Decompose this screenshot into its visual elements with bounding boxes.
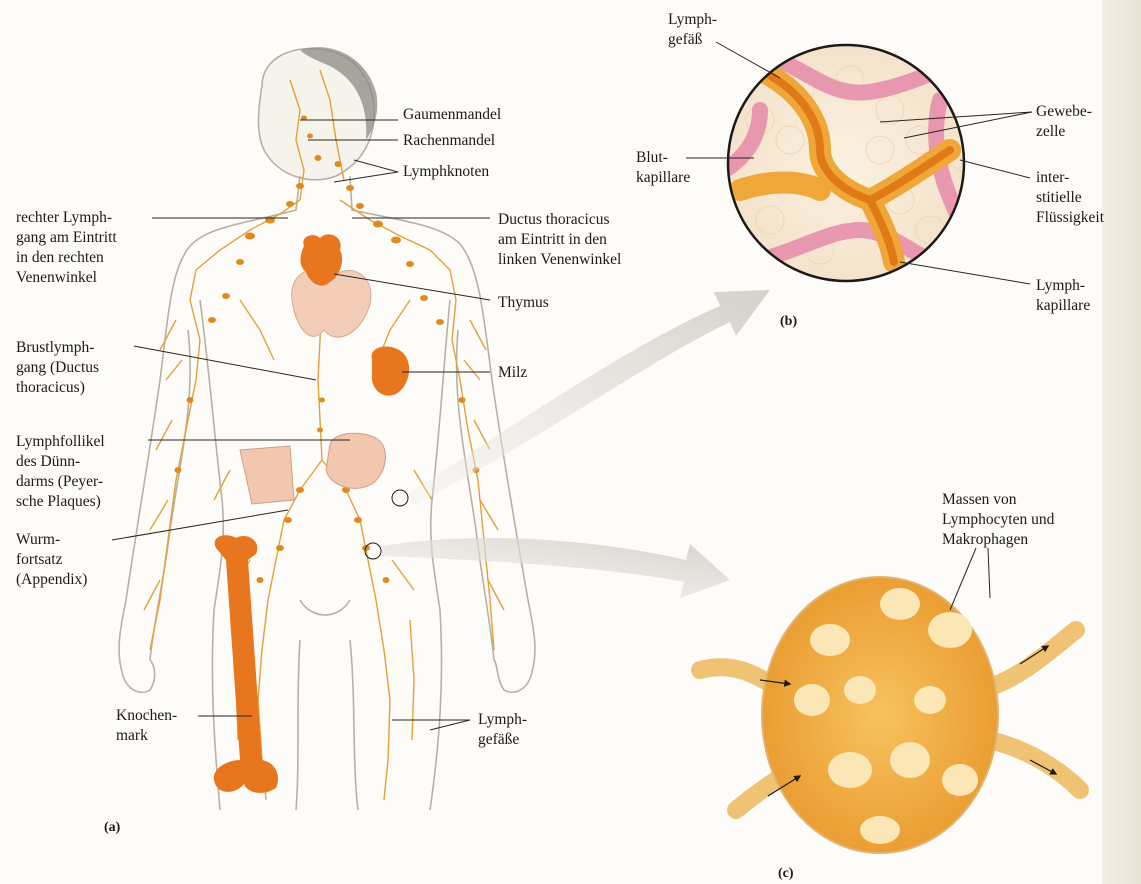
- label-gewebezelle: Gewebe- zelle: [1036, 102, 1092, 142]
- panel-label-c: (c): [778, 864, 794, 884]
- label-blutkapillare: Blut- kapillare: [636, 148, 690, 188]
- label-lymphgefaess: Lymph- gefäß: [668, 10, 717, 50]
- label-rachenmandel: Rachenmandel: [403, 131, 495, 151]
- lymph-node-detail: [700, 577, 1080, 853]
- small-intestine-follicles: [326, 433, 386, 488]
- label-thymus: Thymus: [498, 293, 549, 313]
- label-lymphgefaesse: Lymph- gefäße: [478, 710, 527, 750]
- label-lymphkapillare: Lymph- kapillare: [1036, 276, 1090, 316]
- label-lymphknoten: Lymphknoten: [403, 162, 489, 182]
- spleen: [372, 346, 410, 395]
- organs: [214, 234, 409, 793]
- label-milz: Milz: [498, 363, 527, 383]
- label-interstitielle-fluessigkeit: inter- stitielle Flüssigkeit: [1036, 168, 1104, 228]
- label-massen-lymphocyten: Massen von Lymphocyten und Makrophagen: [942, 490, 1054, 550]
- panel-label-b: (b): [780, 312, 797, 332]
- lymph-nodes: [175, 116, 480, 584]
- panel-label-a: (a): [104, 818, 120, 838]
- zoom-circle-b: [392, 490, 408, 506]
- bone-marrow-femur: [214, 535, 278, 793]
- label-wurmfortsatz: Wurm- fortsatz (Appendix): [16, 530, 87, 590]
- label-lymphfollikel: Lymphfollikel des Dünn- darms (Peyer- sc…: [16, 432, 105, 512]
- zoom-circle-c: [365, 543, 381, 559]
- label-gaumenmandel: Gaumenmandel: [403, 105, 501, 125]
- label-ductus-thoracicus-eintritt: Ductus thoracicus am Eintritt in den lin…: [498, 210, 621, 270]
- label-knochenmark: Knochen- mark: [116, 706, 177, 746]
- label-rechter-lymphgang: rechter Lymph- gang am Eintritt in den r…: [16, 208, 117, 288]
- colon: [240, 446, 294, 504]
- label-brustlymphgang: Brustlymph- gang (Ductus thoracicus): [16, 338, 99, 398]
- lymph-capillary-detail: [700, 45, 964, 281]
